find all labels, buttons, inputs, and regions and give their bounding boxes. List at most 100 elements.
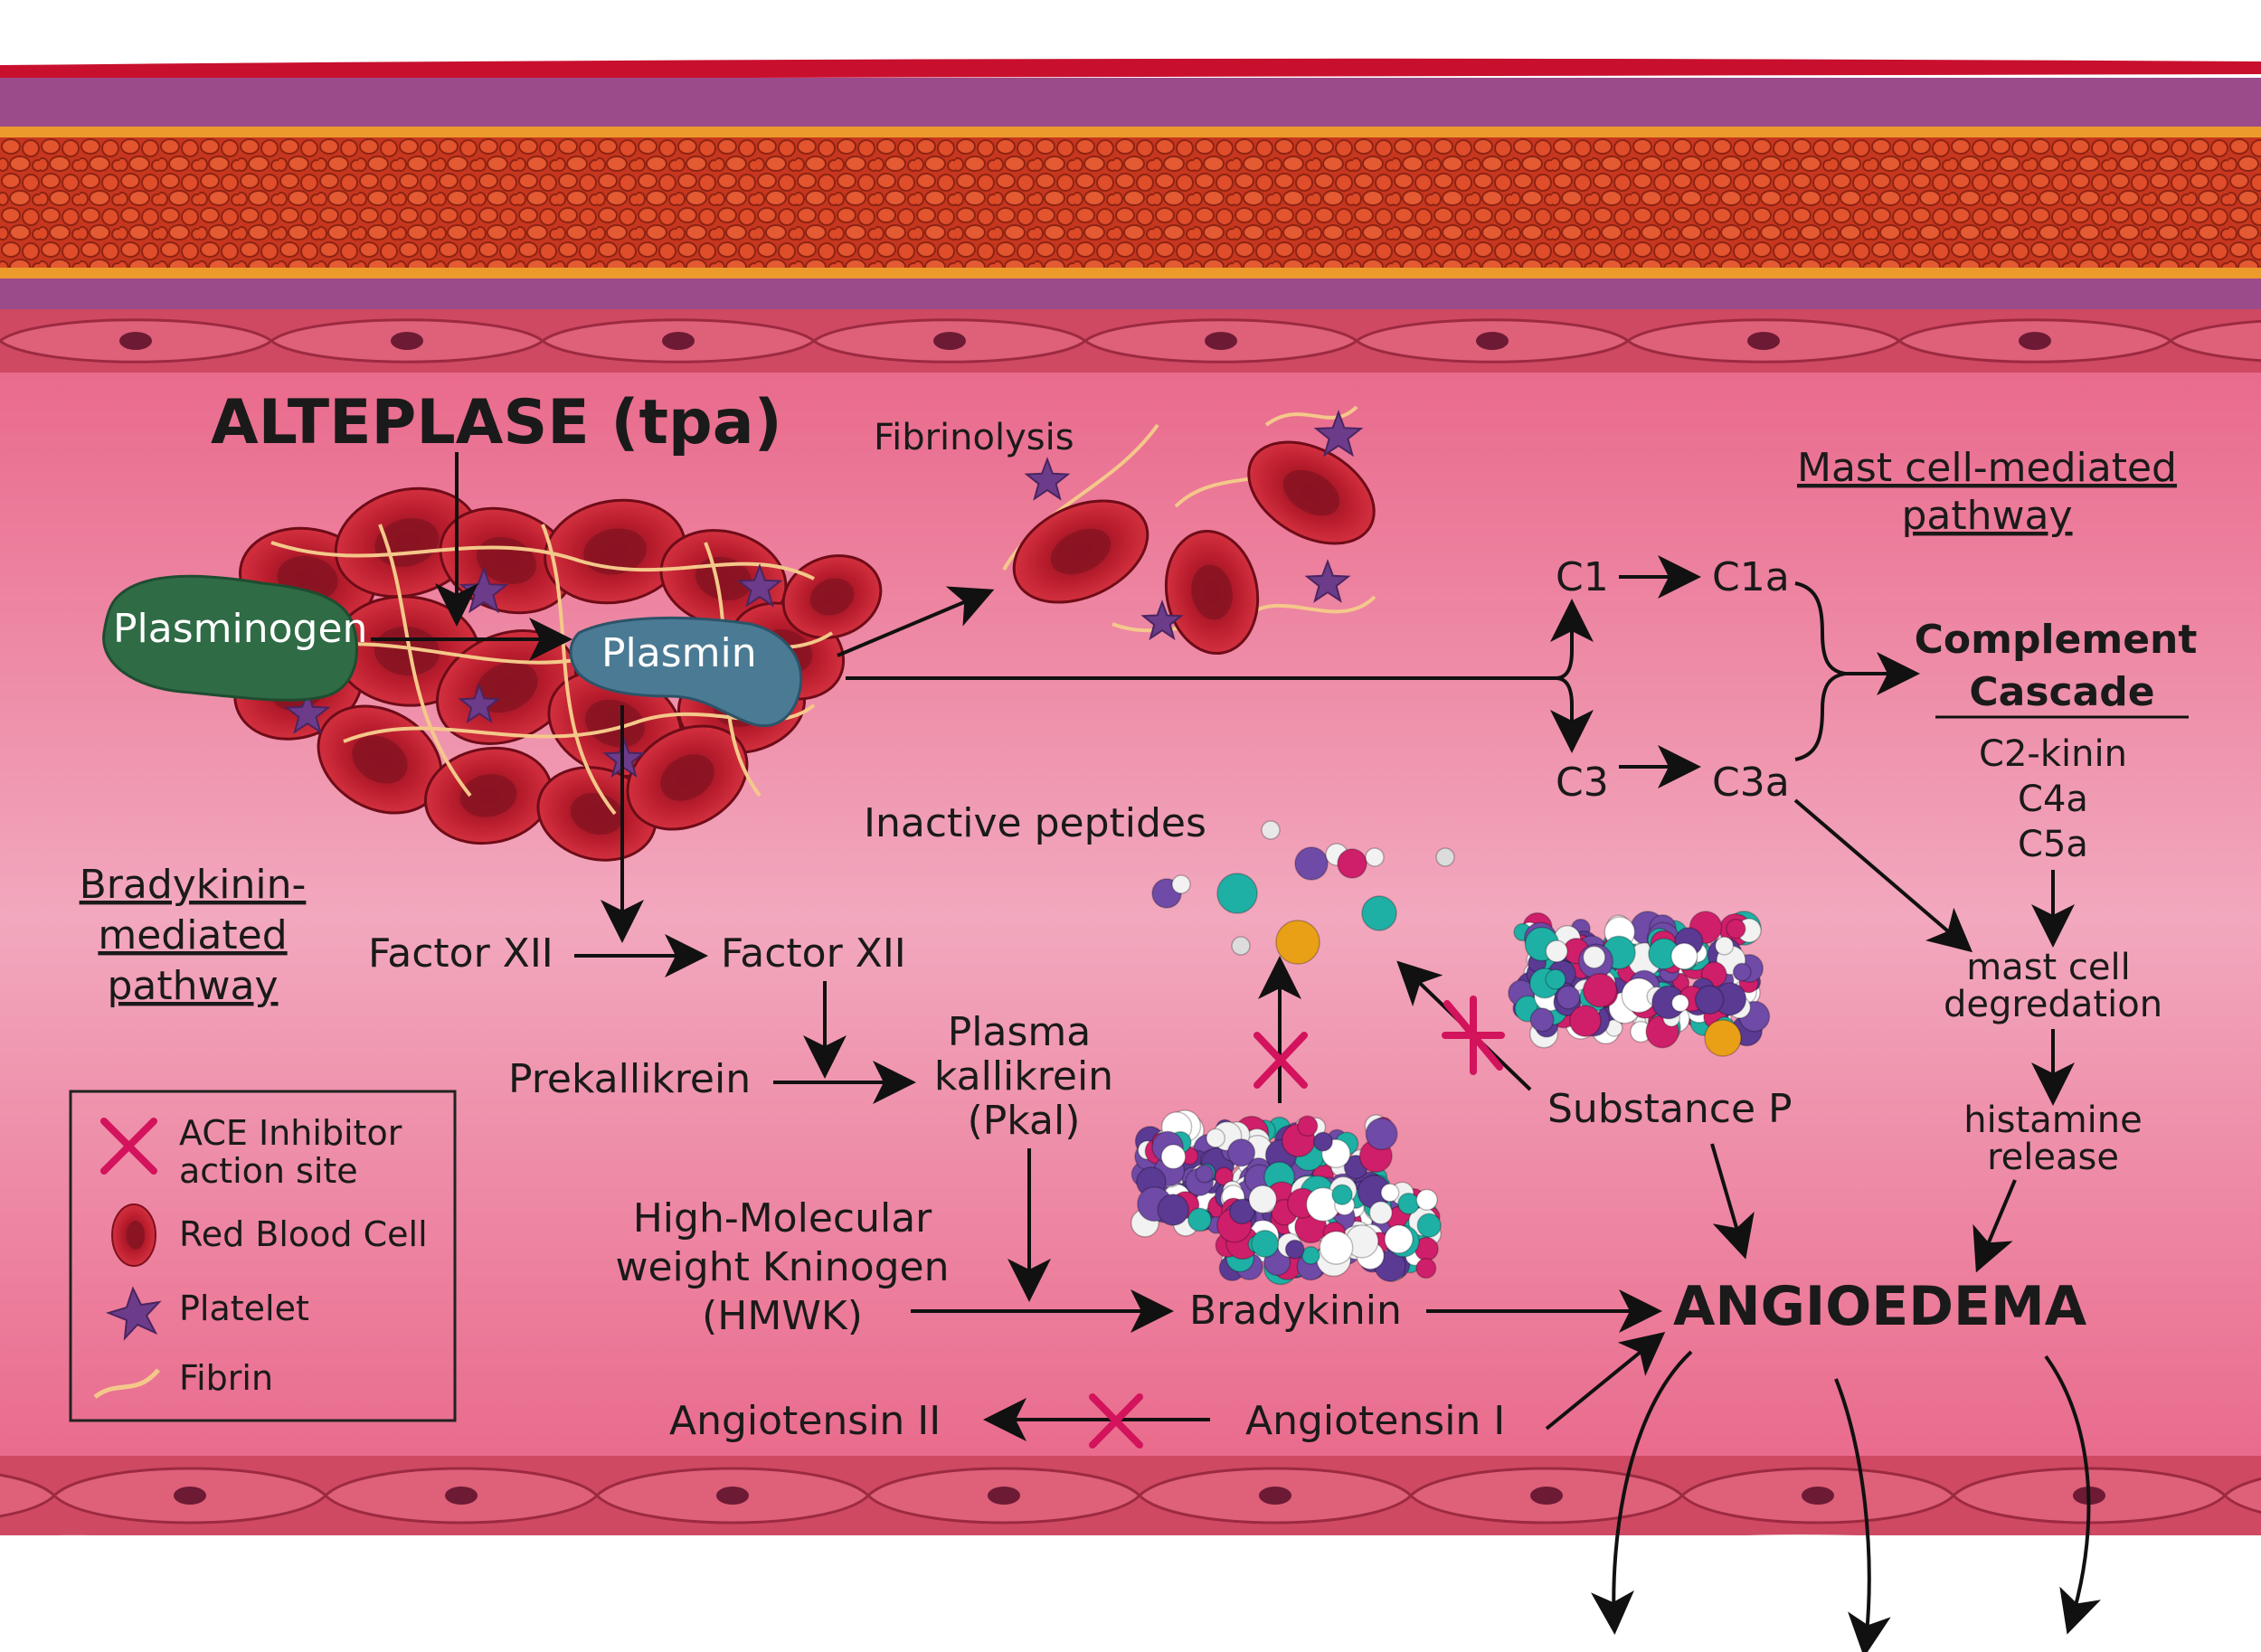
atom — [1365, 1118, 1398, 1151]
angiotensin-ii-label: Angiotensin II — [669, 1398, 941, 1444]
ace-cross-bradykinin — [1253, 1032, 1308, 1089]
atom — [1365, 847, 1385, 867]
atom — [1726, 918, 1746, 939]
complement-cascade-line-2: Cascade — [1969, 669, 2154, 715]
atom — [1294, 846, 1329, 881]
endothelial-nucleus — [391, 332, 423, 350]
inactive-peptide-molecules — [1151, 820, 1455, 965]
atom — [1670, 942, 1698, 970]
c3a-label: C3a — [1712, 760, 1790, 806]
atom — [1261, 820, 1281, 840]
endothelial-nucleus — [1476, 332, 1509, 350]
red-blood-cell — [317, 704, 443, 815]
atom — [1337, 848, 1367, 879]
legend-rbc-label: Red Blood Cell — [179, 1214, 428, 1254]
atom — [1331, 1184, 1353, 1205]
c3-label: C3 — [1556, 760, 1609, 806]
endothelial-nucleus — [1530, 1487, 1563, 1505]
outer-wall-red — [0, 58, 2261, 80]
atom — [1301, 1246, 1320, 1265]
complement-cascade-label: Complement Cascade — [1915, 617, 2197, 719]
endothelial-nucleus — [662, 332, 695, 350]
plasma-kallikrein-line-2: kallikrein — [934, 1053, 1113, 1100]
hmwk-line-1: High-Molecular — [633, 1195, 932, 1241]
atom — [1368, 1201, 1393, 1225]
plasminogen-label: Plasminogen — [113, 606, 367, 652]
plasmin-label: Plasmin — [601, 630, 757, 676]
plasminogen-molecule — [102, 574, 359, 702]
atom — [1248, 1185, 1278, 1214]
arrow-histamine-to-angioedema — [1972, 1179, 2017, 1273]
red-blood-cell — [1012, 499, 1149, 604]
atom — [1694, 985, 1725, 1015]
arrow-c3a-to-mast-cell — [1793, 798, 1973, 953]
arrow-substance-p-to-angioedema — [1710, 1143, 1755, 1260]
c1a-label: C1a — [1712, 554, 1790, 600]
red-blood-cell — [1247, 440, 1376, 545]
wall-purple-band-lower — [0, 278, 2261, 311]
atom — [1216, 873, 1258, 914]
c2-kinin-label: C2-kinin — [1979, 733, 2127, 775]
red-blood-cell — [1164, 529, 1260, 656]
atom — [1545, 939, 1568, 963]
c1-label: C1 — [1556, 554, 1609, 600]
legend-ace-line-2: action site — [179, 1151, 358, 1191]
atom — [1319, 1230, 1354, 1265]
atom — [1582, 945, 1606, 969]
pathway-arrows — [371, 452, 2102, 1652]
red-blood-cell — [544, 498, 686, 605]
platelet — [1313, 410, 1364, 458]
red-blood-cell-icon — [111, 1204, 156, 1267]
atom — [1380, 1183, 1400, 1203]
smooth-muscle-layer — [0, 137, 2261, 271]
atom — [1569, 1005, 1602, 1037]
clot-illustration: Plasminogen Plasmin — [102, 486, 883, 862]
plasma-kallikrein-line-1: Plasma — [948, 1009, 1091, 1055]
atom — [1397, 1192, 1420, 1215]
platelet — [1304, 559, 1351, 603]
ace-inhibitor-cross-icon — [100, 1118, 157, 1175]
atom — [1361, 895, 1397, 931]
endothelial-nucleus — [716, 1487, 749, 1505]
platelet — [284, 690, 331, 734]
red-blood-cell — [626, 724, 749, 831]
wall-orange-band-lower — [0, 268, 2261, 280]
atom — [1187, 1207, 1212, 1232]
endothelial-nucleus — [445, 1487, 478, 1505]
fibrinolysis-platelets — [1024, 410, 1364, 641]
atom — [1275, 920, 1320, 965]
arrow-angiotensin-to-angioedema — [1545, 1331, 1666, 1430]
atom — [1231, 936, 1251, 956]
legend-fibrin-label: Fibrin — [179, 1358, 273, 1398]
endothelial-nucleus — [1747, 332, 1780, 350]
legend-ace-line-1: ACE Inhibitor — [179, 1113, 402, 1153]
endothelial-cell — [2222, 1477, 2261, 1514]
bradykinin-molecule — [1130, 1109, 1442, 1286]
atom — [1732, 962, 1752, 982]
atom — [1214, 1166, 1235, 1186]
atom — [1416, 1213, 1442, 1238]
mast-cell-line-2: degredation — [1944, 984, 2162, 1025]
histamine-line-1: histamine — [1963, 1100, 2143, 1141]
atom — [1582, 973, 1618, 1008]
mast-cell-pathway-heading: Mast cell-mediated pathway — [1797, 445, 2177, 539]
hmwk-line-2: weight Kninogen — [616, 1244, 950, 1290]
arrow-plasmin-to-fibrinolysis — [837, 586, 995, 657]
atom — [1206, 1128, 1226, 1148]
endothelium-top — [0, 309, 2261, 373]
bradykinin-label: Bradykinin — [1189, 1288, 1402, 1334]
mast-cell-pathway-line-2: pathway — [1901, 493, 2072, 539]
atom — [1160, 1144, 1187, 1170]
bradykinin-pathway-line-3: pathway — [107, 963, 278, 1009]
endothelial-nucleus — [1259, 1487, 1291, 1505]
red-blood-cell — [423, 746, 553, 845]
atom — [1415, 1258, 1437, 1279]
atom — [1704, 1019, 1742, 1057]
atom — [1171, 874, 1191, 894]
tissue-edge — [0, 1534, 2261, 1652]
endothelial-nucleus — [174, 1487, 206, 1505]
ace-cross-substance-p — [1442, 996, 1505, 1075]
endothelium-bottom — [0, 1456, 2261, 1535]
endothelial-nucleus — [933, 332, 966, 350]
substance-p-label: Substance P — [1547, 1086, 1793, 1132]
